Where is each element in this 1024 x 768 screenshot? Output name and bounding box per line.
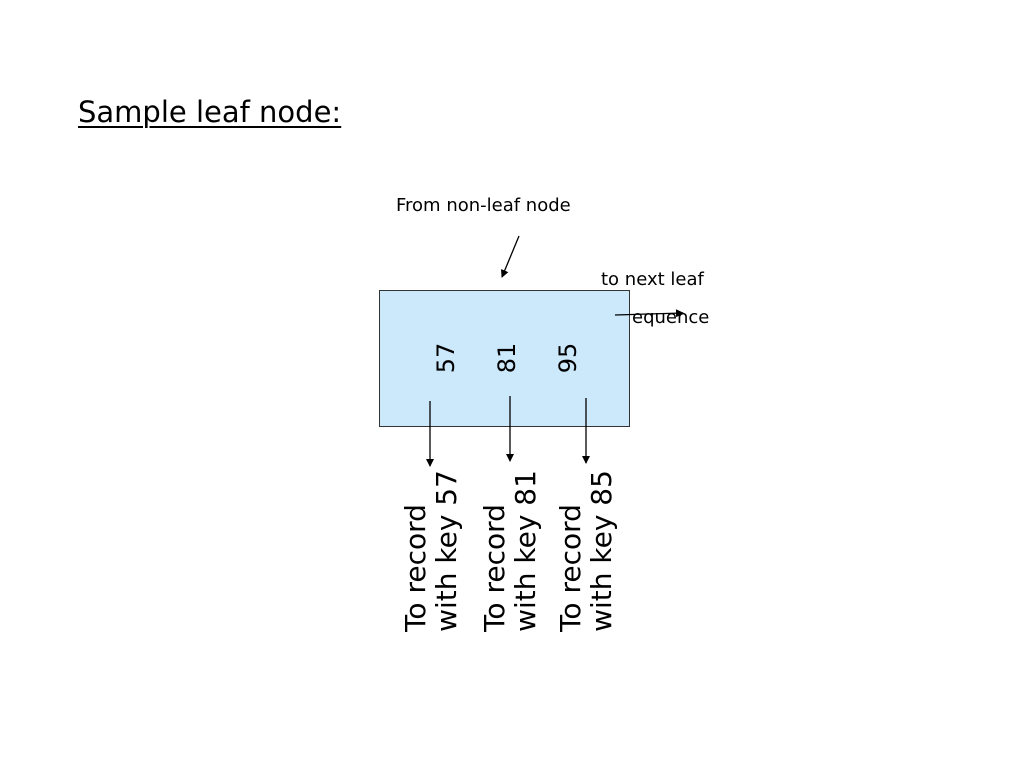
slide-title: Sample leaf node:: [78, 95, 342, 129]
to-next-leaf-label: to next leaf: [601, 269, 704, 290]
record-pointer-label-85: To record with key 85: [554, 470, 618, 632]
record-label-line2: with key 81: [509, 470, 542, 632]
leaf-key-2: 81: [493, 342, 521, 374]
sequence-label: equence: [632, 307, 710, 328]
record-pointer-label-81: To record with key 81: [478, 470, 542, 632]
record-label-line1: To record: [399, 504, 432, 632]
record-label-line1: To record: [478, 504, 511, 632]
leaf-node-box: [379, 290, 630, 427]
record-label-line2: with key 57: [430, 470, 463, 632]
leaf-key-3: 95: [554, 342, 582, 374]
record-label-line1: To record: [554, 504, 587, 632]
record-label-line2: with key 85: [585, 470, 618, 632]
from-non-leaf-label: From non-leaf node: [396, 195, 571, 216]
arrow-from-non-leaf: [500, 235, 520, 278]
record-pointer-label-57: To record with key 57: [399, 470, 463, 632]
leaf-key-1: 57: [432, 342, 460, 374]
